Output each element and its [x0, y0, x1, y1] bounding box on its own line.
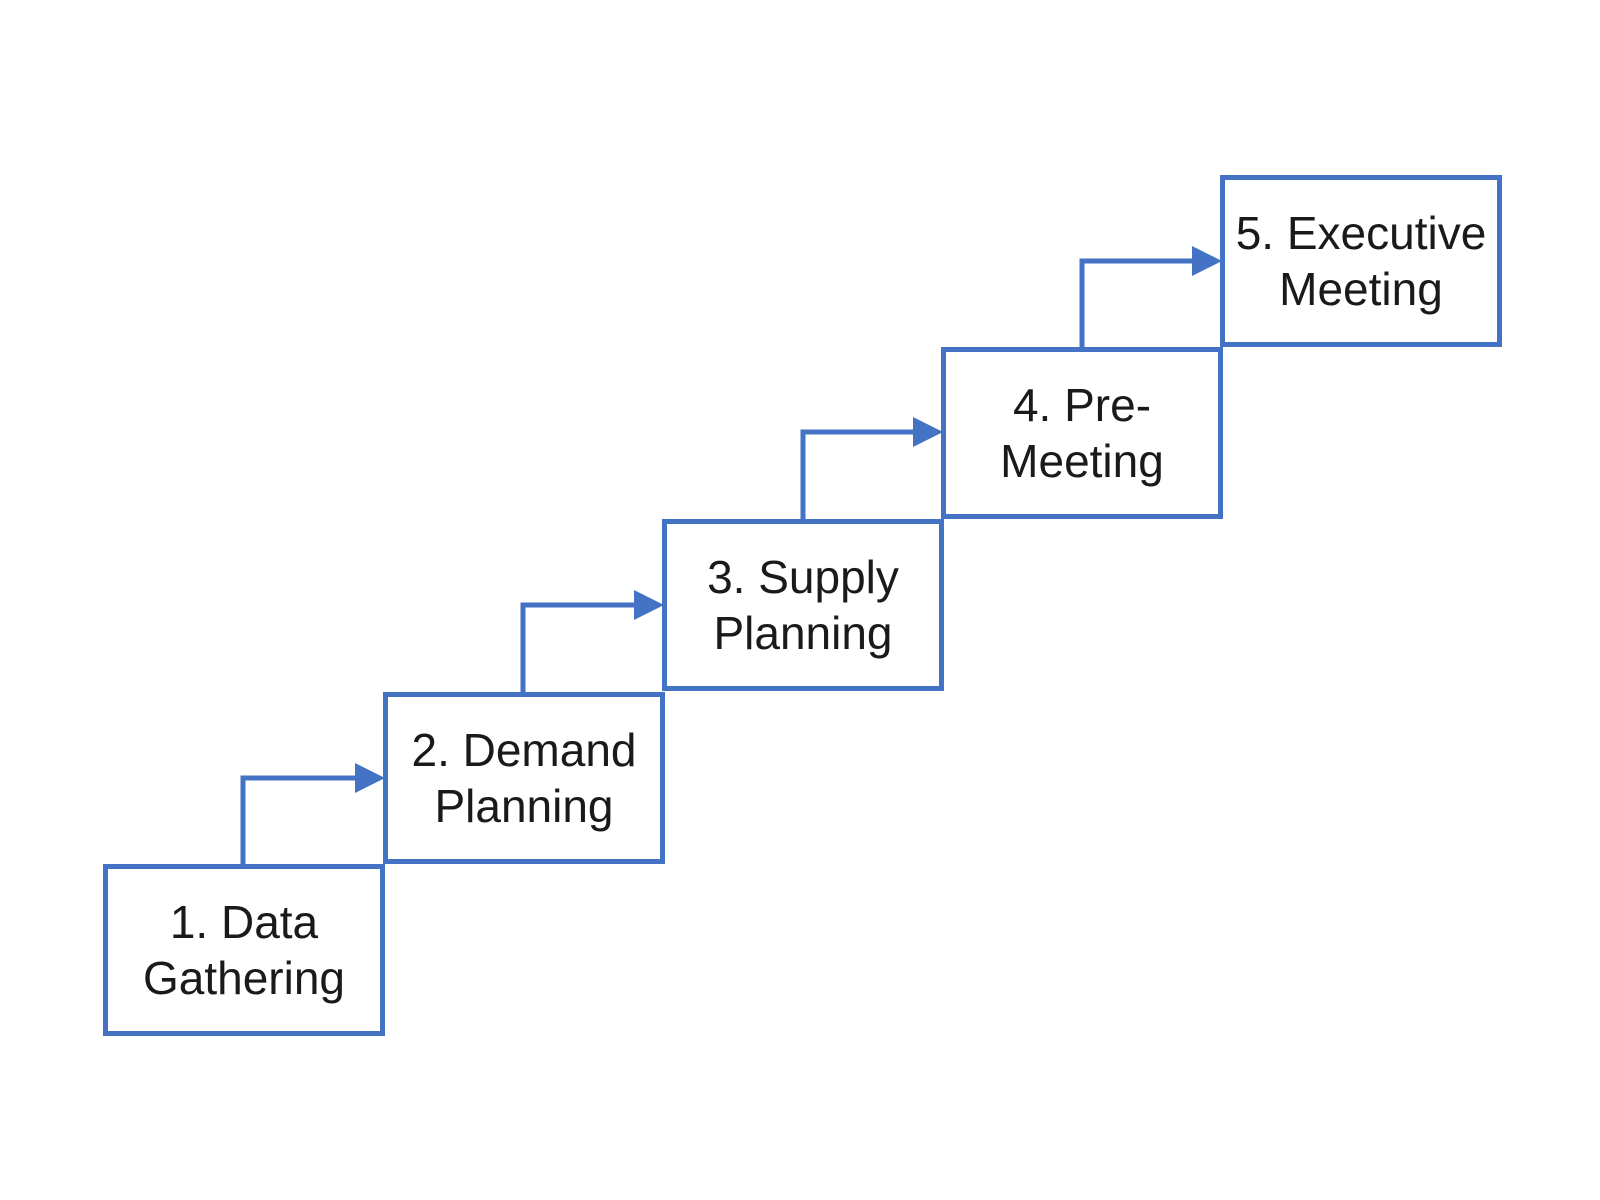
- arrow-step-4-to-5: [1079, 246, 1222, 347]
- step-label: 4. Pre-Meeting: [1000, 379, 1164, 487]
- arrow-step-1-to-2: [240, 763, 385, 864]
- arrow-step-3-to-4: [800, 417, 943, 519]
- arrow-step-2-to-3: [520, 590, 664, 692]
- step-box-pre-meeting: 4. Pre-Meeting: [941, 347, 1223, 519]
